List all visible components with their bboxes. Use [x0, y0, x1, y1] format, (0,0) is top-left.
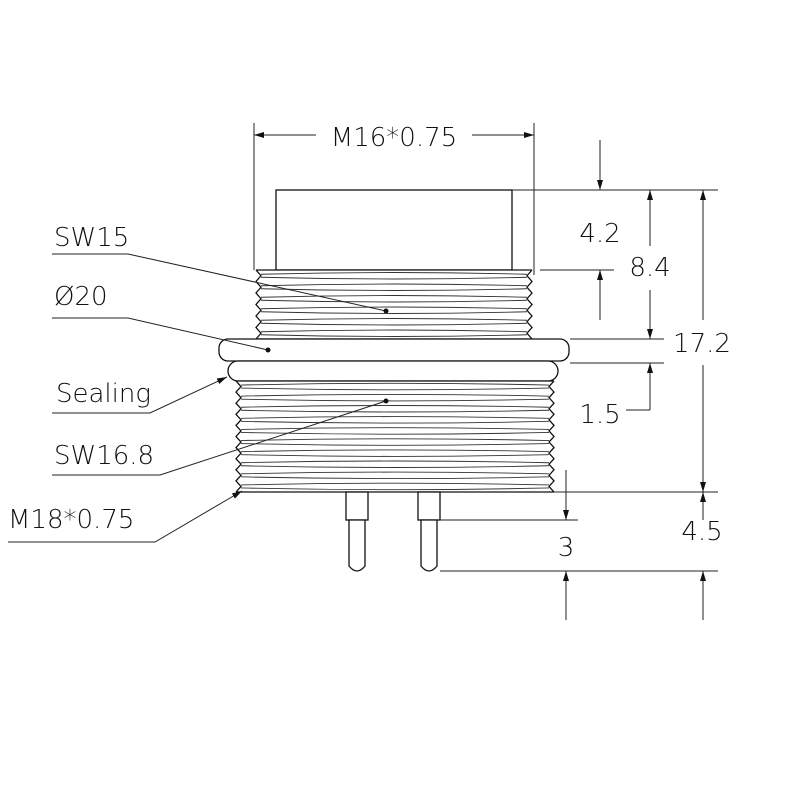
lower-thread — [235, 380, 555, 493]
flange — [218, 338, 570, 362]
sealing-ring — [227, 360, 559, 382]
label-sw15-text: SW15 — [54, 223, 129, 253]
dim-17-2-label: 17.2 — [673, 329, 731, 359]
dim-3: 3 — [558, 470, 575, 620]
label-dia20-text: Ø20 — [54, 282, 108, 312]
top-cap — [275, 189, 513, 271]
pins — [345, 491, 441, 572]
label-sw16-8: SW16.8 — [52, 398, 389, 476]
dim-8-4: 8.4 — [629, 190, 671, 339]
pin-left — [348, 519, 366, 572]
dim-4-2: 4.2 — [579, 140, 621, 320]
dim-4-5: 4.5 — [681, 492, 723, 620]
dim-8-4-label: 8.4 — [629, 253, 670, 283]
dim-m16-label: M16*0.75 — [331, 123, 457, 153]
dim-3-label: 3 — [558, 533, 575, 563]
label-sw15: SW15 — [52, 223, 389, 314]
dim-1-5: 1.5 — [579, 363, 653, 430]
label-sealing-text: Sealing — [56, 379, 151, 409]
pin-left-shoulder — [345, 491, 369, 521]
pin-right — [420, 519, 438, 572]
dim-17-2: 17.2 — [673, 190, 731, 492]
upper-thread — [255, 269, 533, 340]
label-sealing: Sealing — [52, 376, 228, 414]
dim-1-5-label: 1.5 — [579, 400, 620, 430]
dim-4-2-label: 4.2 — [579, 219, 620, 249]
dim-m16: M16*0.75 — [253, 123, 535, 275]
pin-right-shoulder — [417, 491, 441, 521]
label-dia20: Ø20 — [52, 282, 271, 353]
label-sw16-8-text: SW16.8 — [54, 441, 154, 471]
dim-4-5-label: 4.5 — [681, 517, 722, 547]
label-m18-text: M18*0.75 — [8, 505, 134, 535]
label-m18: M18*0.75 — [8, 490, 243, 543]
